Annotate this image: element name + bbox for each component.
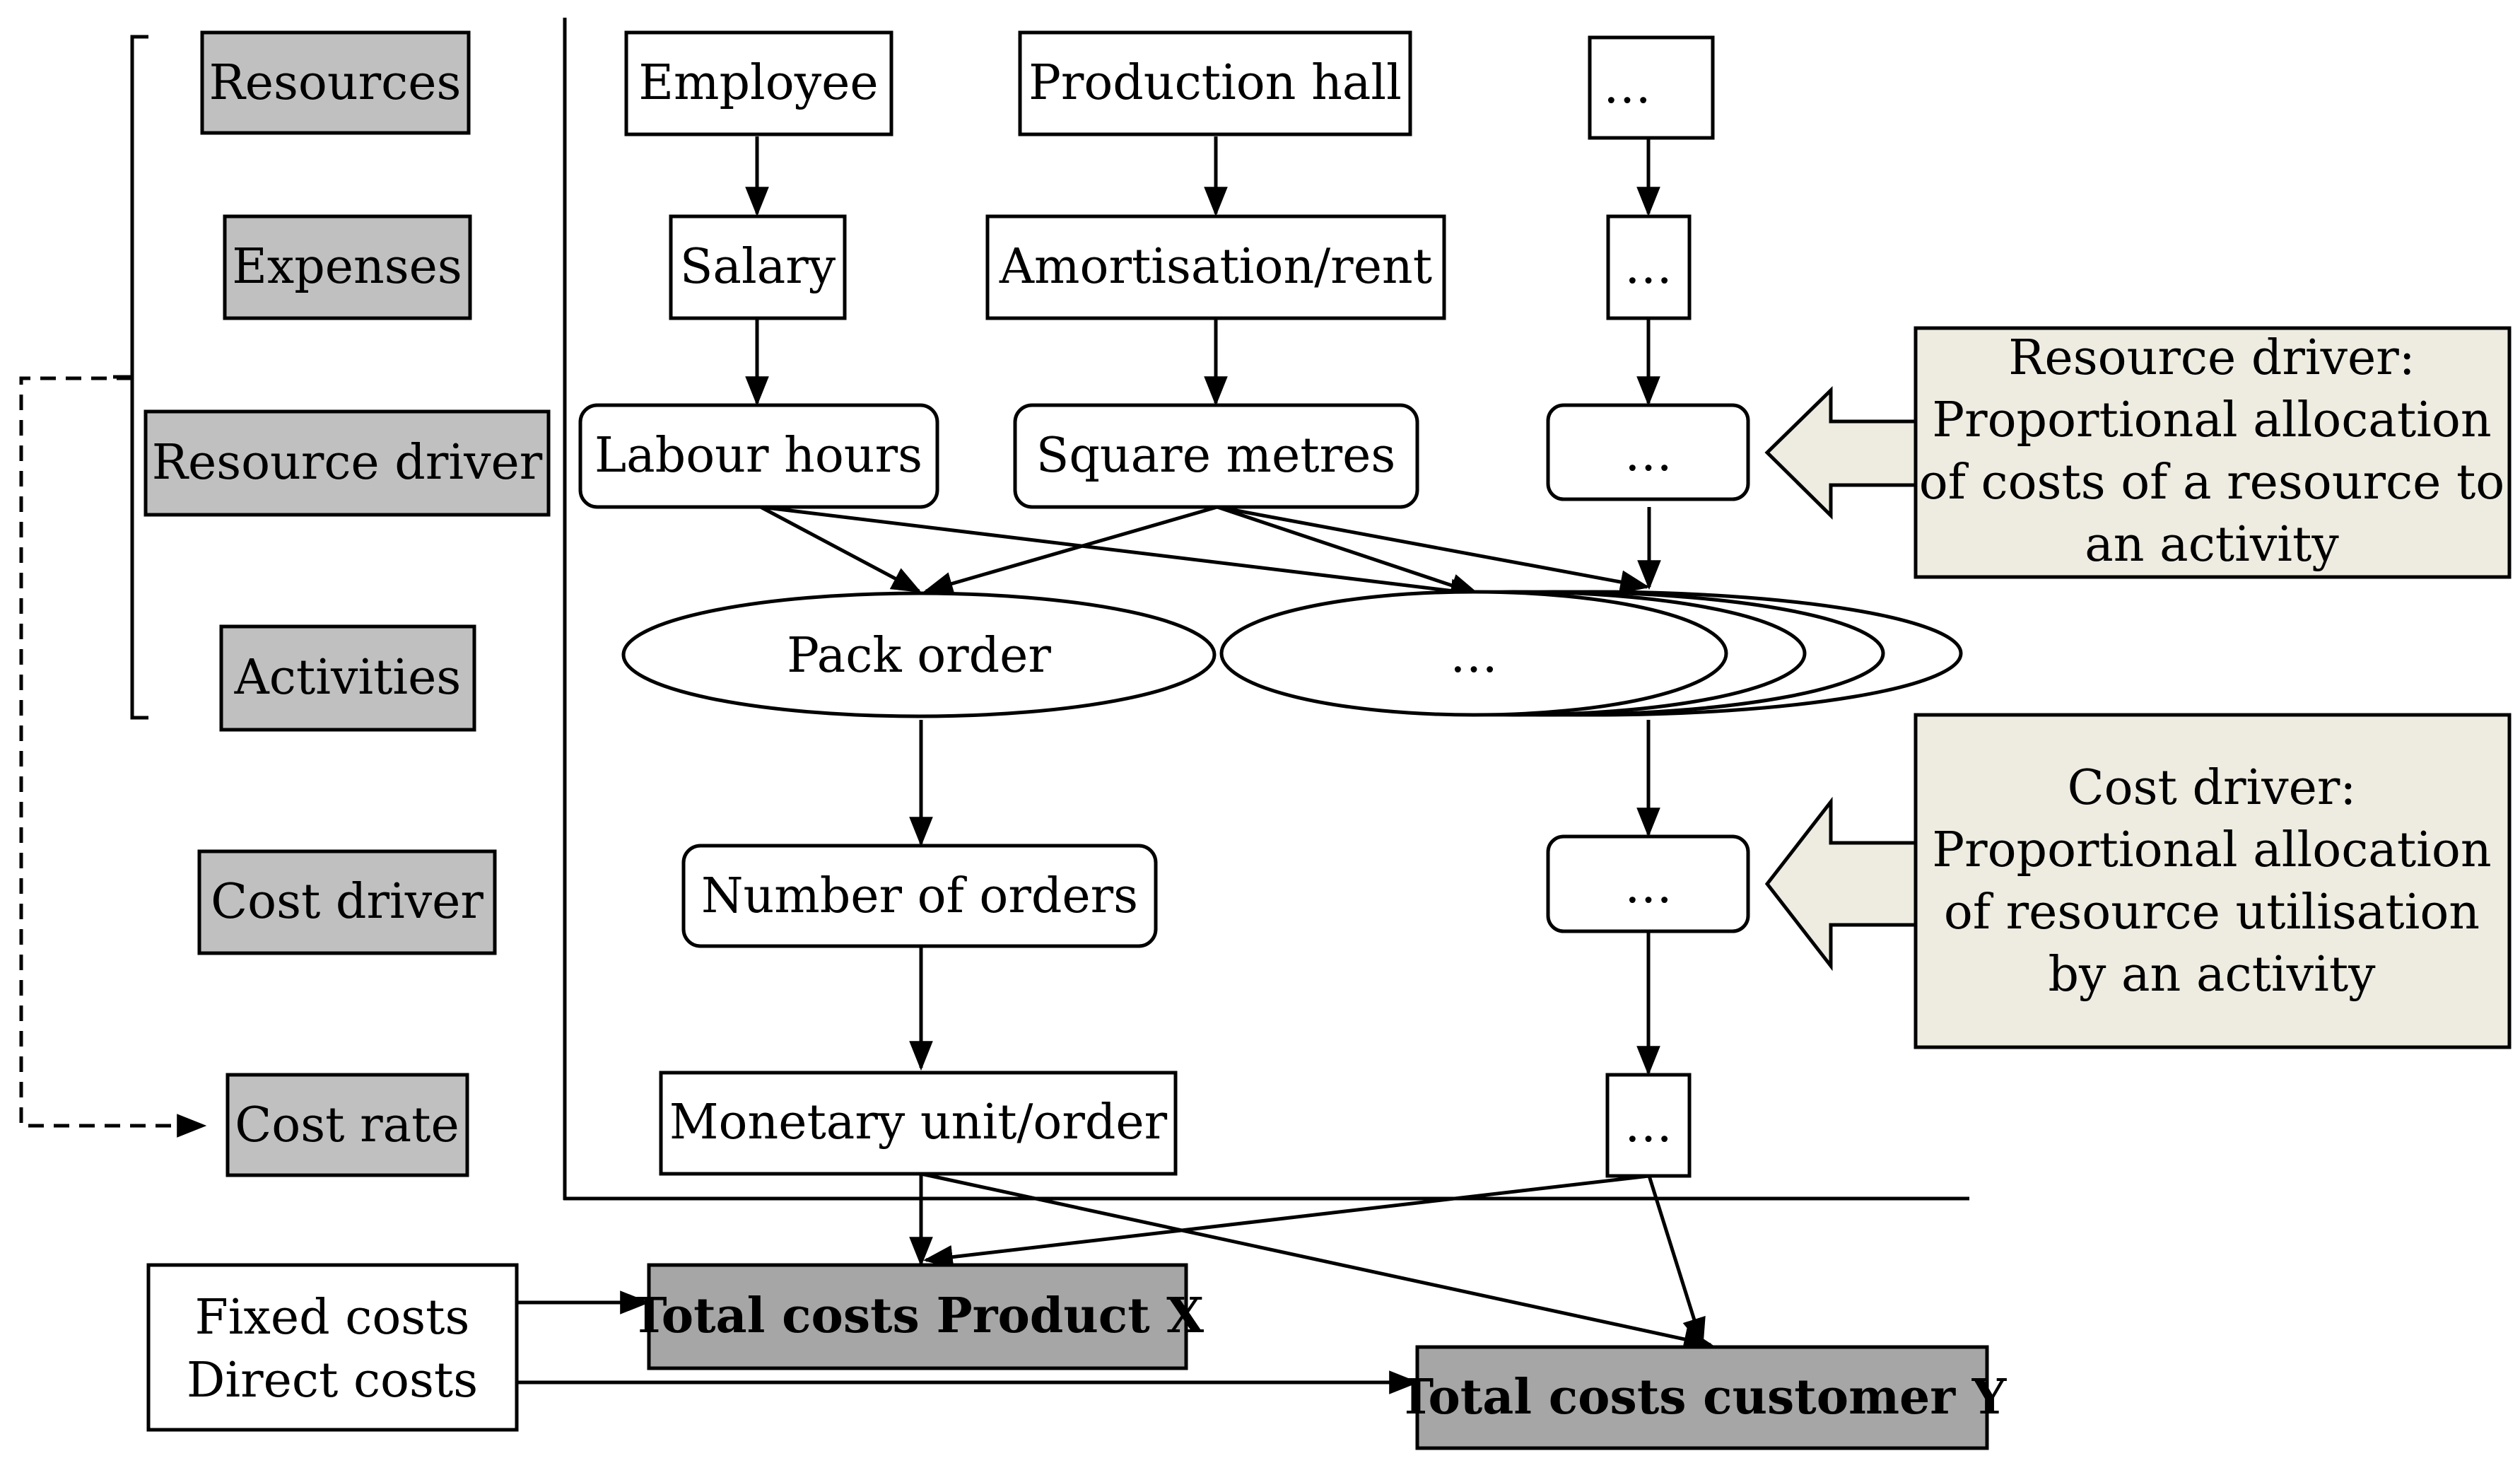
callout-resource-driver: Resource driver: Proportional allocation…: [1764, 326, 2512, 579]
level-activities-label: Activities: [234, 650, 462, 706]
node-more-expenses: …: [1606, 214, 1692, 320]
dashed-feedback-arrow: [19, 376, 207, 1138]
node-amortisation: Amortisation/rent: [985, 214, 1446, 320]
level-resources: Resources: [200, 30, 471, 135]
level-expenses: Expenses: [223, 214, 472, 320]
salary-label: Salary: [680, 239, 836, 295]
more-cost-drivers-label: …: [1624, 858, 1672, 914]
level-expenses-label: Expenses: [232, 239, 462, 295]
callout-resource-driver-line-4: an activity: [2085, 517, 2339, 573]
node-employee: Employee: [624, 30, 893, 136]
node-fixed-direct-costs: Fixed costs Direct costs: [146, 1263, 519, 1432]
more-resource-drivers-label: …: [1624, 426, 1672, 482]
callout-resource-driver-arrow: [1764, 386, 1919, 520]
callout-cost-driver-line-1: Cost driver:: [2068, 760, 2357, 816]
callout-cost-driver-line-4: by an activity: [2048, 947, 2376, 1003]
pack-order-label: Pack order: [787, 628, 1051, 684]
more-resources-label: …: [1603, 59, 1651, 115]
employee-label: Employee: [638, 55, 878, 111]
node-pack-order: Pack order: [621, 591, 1217, 718]
total-costs-customer-label: Total costs customer Y: [1398, 1369, 2008, 1426]
level-cost-driver-label: Cost driver: [211, 874, 484, 930]
node-more-cost-drivers: …: [1546, 834, 1750, 933]
number-of-orders-label: Number of orders: [701, 868, 1138, 924]
node-more-resources: …: [1588, 35, 1715, 140]
node-labour-hours: Labour hours: [578, 403, 939, 509]
level-resource-driver-label: Resource driver: [152, 435, 543, 491]
level-resource-driver: Resource driver: [143, 409, 551, 517]
total-costs-product-label: Total costs Product X: [631, 1288, 1204, 1344]
level-activities: Activities: [219, 624, 476, 732]
node-total-costs-product: Total costs Product X: [631, 1263, 1204, 1370]
amortisation-label: Amortisation/rent: [999, 239, 1432, 295]
node-more-activities: …: [1219, 590, 1728, 717]
callout-cost-driver-line-2: Proportional allocation: [1932, 822, 2491, 878]
node-more-resource-drivers: …: [1546, 403, 1750, 501]
direct-costs-label: Direct costs: [187, 1353, 478, 1409]
callout-cost-driver-line-3: of resource utilisation: [1944, 885, 2480, 940]
fixed-costs-label: Fixed costs: [195, 1290, 470, 1346]
more-cost-rates-label: …: [1624, 1097, 1672, 1153]
more-expenses-label: …: [1624, 239, 1672, 295]
more-activities-label: …: [1450, 628, 1498, 684]
flow-arrows: [517, 136, 1714, 1394]
callout-resource-driver-line-3: of costs of a resource to: [1919, 455, 2504, 511]
monetary-unit-label: Monetary unit/order: [669, 1095, 1168, 1150]
node-more-cost-rates: …: [1605, 1073, 1692, 1178]
node-total-costs-customer: Total costs customer Y: [1398, 1345, 2008, 1450]
node-number-of-orders: Number of orders: [681, 844, 1158, 948]
node-production-hall: Production hall: [1018, 30, 1412, 136]
callout-resource-driver-line-2: Proportional allocation: [1932, 392, 2491, 448]
node-salary: Salary: [669, 214, 847, 320]
level-cost-rate-label: Cost rate: [235, 1097, 459, 1153]
callout-resource-driver-line-1: Resource driver:: [2008, 330, 2415, 386]
callout-cost-driver-arrow: [1764, 796, 1919, 972]
level-cost-driver: Cost driver: [197, 849, 497, 955]
labour-hours-label: Labour hours: [594, 428, 922, 484]
node-square-metres: Square metres: [1013, 403, 1419, 509]
callout-cost-driver: Cost driver: Proportional allocation of …: [1764, 713, 2512, 1049]
square-metres-label: Square metres: [1036, 428, 1396, 484]
level-group-brace: [113, 35, 148, 720]
level-cost-rate: Cost rate: [225, 1073, 469, 1177]
level-resources-label: Resources: [209, 55, 462, 111]
production-hall-label: Production hall: [1028, 55, 1402, 111]
node-monetary-unit: Monetary unit/order: [659, 1071, 1178, 1176]
